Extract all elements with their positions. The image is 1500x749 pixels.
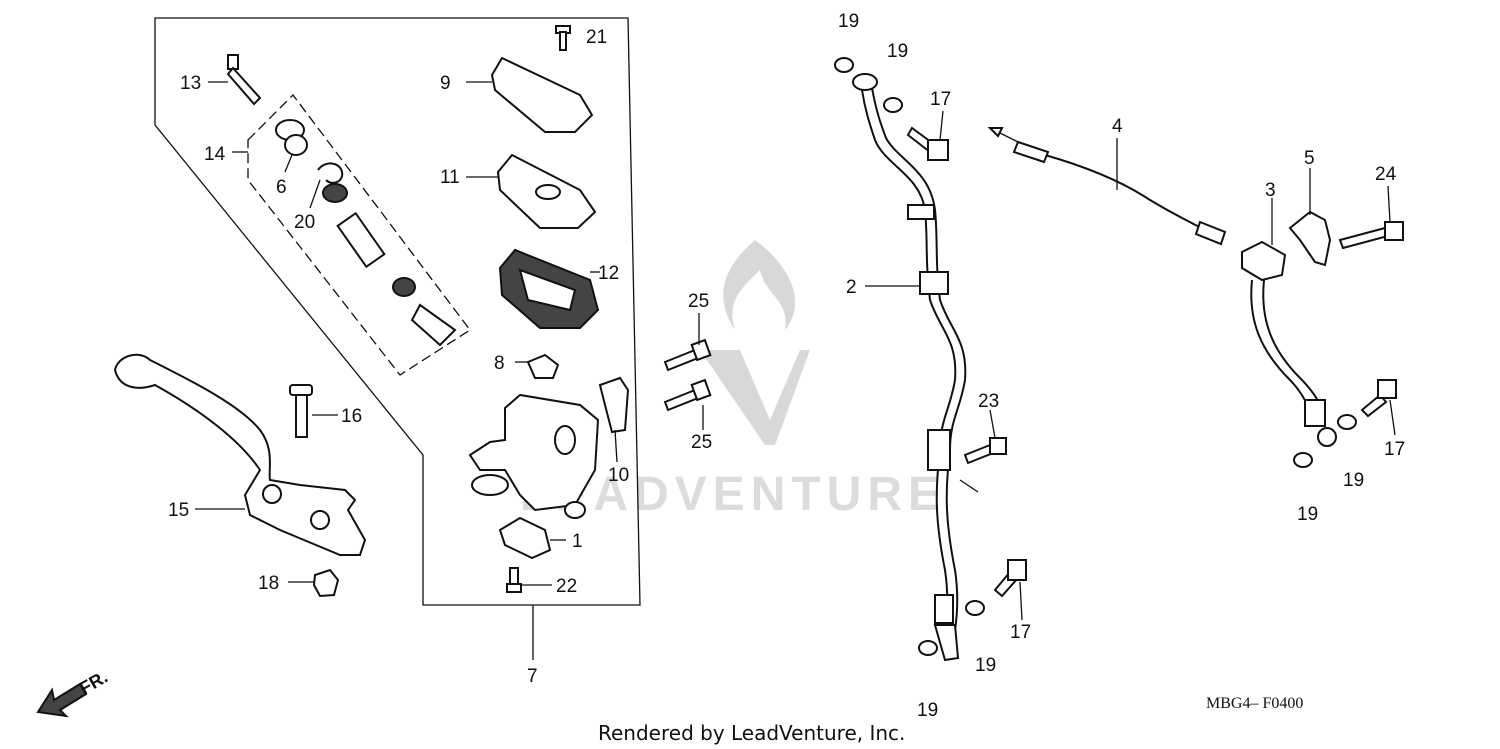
label-25b: 25: [691, 432, 712, 453]
label-17b: 17: [1010, 622, 1031, 643]
part-19-washer-c: [918, 640, 938, 656]
part-3-joint: [1241, 240, 1337, 447]
label-20: 20: [294, 212, 315, 233]
part-21-screw: [555, 25, 571, 51]
label-8: 8: [494, 353, 505, 374]
label-5: 5: [1304, 148, 1315, 169]
label-24: 24: [1375, 164, 1397, 185]
front-direction-indicator: FR.: [36, 667, 111, 718]
label-11: 11: [440, 167, 460, 188]
part-10-holder: [598, 376, 630, 434]
part-25-bolt-lower: [663, 378, 712, 412]
part-24-bolt: [1338, 221, 1404, 250]
part-16-pivot-bolt: [289, 384, 313, 438]
part-17-bolt-a: [906, 126, 949, 161]
label-17c: 17: [1384, 439, 1405, 460]
part-17-bolt-c: [1360, 379, 1397, 418]
label-3: 3: [1265, 180, 1276, 201]
front-arrow-icon: [36, 682, 88, 718]
part-12-diaphragm: [498, 248, 600, 329]
part-19-washer-d: [965, 600, 985, 616]
leader-lines: [195, 81, 1396, 660]
label-6: 6: [276, 177, 287, 198]
label-4: 4: [1112, 116, 1123, 137]
part-19-washer-f: [1337, 414, 1357, 430]
label-12: 12: [598, 263, 619, 284]
part-number-labels: 13 14 6 20 21 9 11 12 8 10 1 22 7 16 15 …: [168, 11, 1405, 721]
part-11-plate: [496, 153, 597, 229]
watermark-v-icon: [700, 350, 810, 445]
label-23: 23: [978, 391, 999, 412]
part-2-brake-hose: [852, 73, 967, 662]
part-15-brake-lever: [113, 353, 367, 556]
part-19-washer-e: [1293, 452, 1313, 468]
piston-kit-frame: [247, 94, 471, 376]
master-cylinder-body: [468, 393, 600, 519]
part-25-bolt-upper: [663, 338, 712, 372]
label-19f: 19: [1343, 470, 1364, 491]
arrow-line-lower: [959, 479, 979, 493]
part-20-circlip: [317, 162, 344, 184]
label-19e: 19: [1297, 504, 1318, 525]
label-19c: 19: [917, 700, 938, 721]
part-19-washer-a: [834, 57, 854, 73]
label-19a: 19: [838, 11, 859, 32]
label-2: 2: [846, 277, 857, 298]
label-22: 22: [556, 576, 577, 597]
credit-text: Rendered by LeadVenture, Inc.: [598, 721, 905, 745]
diagram-code: MBG4– F0400: [1206, 695, 1303, 712]
label-25a: 25: [688, 291, 709, 312]
part-5-clamp: [1288, 210, 1332, 267]
part-18-nut: [312, 568, 340, 598]
label-16: 16: [341, 406, 362, 427]
master-cylinder-frame: [154, 17, 641, 606]
label-7: 7: [527, 666, 538, 687]
part-9-reservoir-cap: [490, 56, 594, 133]
part-4-brake-pipe: [1012, 140, 1227, 246]
label-17a: 17: [930, 89, 951, 110]
part-17-bolt-b: [993, 559, 1027, 598]
label-13: 13: [180, 73, 201, 94]
part-8-clip: [526, 353, 560, 379]
label-15: 15: [168, 500, 189, 521]
part-13-screw: [226, 54, 262, 106]
part-22-screw: [506, 567, 522, 593]
label-19d: 19: [975, 655, 996, 676]
label-18: 18: [258, 573, 279, 594]
label-19b: 19: [887, 41, 908, 62]
part-1-switch: [498, 516, 552, 560]
piston-components: [322, 183, 457, 347]
part-6-boot: [275, 119, 308, 156]
arrow-head-upper-icon: [987, 127, 1004, 138]
label-21: 21: [586, 27, 607, 48]
part-19-washer-b: [883, 97, 903, 113]
label-9: 9: [440, 73, 451, 94]
label-10: 10: [608, 465, 629, 486]
label-14: 14: [204, 144, 226, 165]
part-23-bolt: [963, 437, 1007, 465]
watermark-flame-icon: [723, 240, 795, 330]
label-1: 1: [572, 531, 583, 552]
